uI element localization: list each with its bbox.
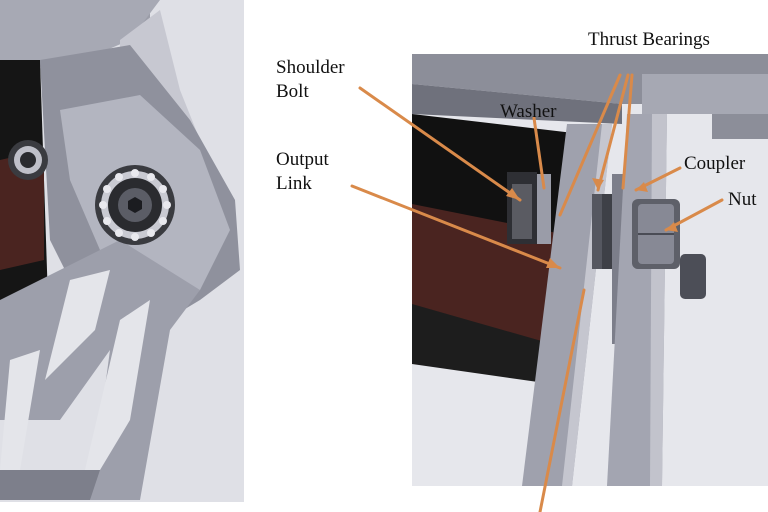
label-shoulder-bolt: Shoulder Bolt — [276, 57, 345, 102]
hex-nut-icon — [632, 199, 680, 269]
label-coupler: Coupler — [684, 153, 746, 174]
hex-socket-bolt-icon — [118, 188, 152, 222]
label-output-link: Output Link — [276, 149, 329, 194]
bolt-end — [680, 254, 706, 299]
cad-section-view — [412, 54, 768, 486]
cad-overview-view — [0, 0, 244, 502]
label-nut: Nut — [728, 189, 757, 210]
label-washer: Washer — [500, 101, 557, 122]
cad-section-drawing — [412, 54, 768, 486]
thrust-bearing-1 — [592, 194, 602, 269]
cad-overview-drawing — [0, 0, 244, 502]
output-link-truss — [0, 240, 200, 500]
washer — [537, 174, 551, 244]
thrust-bearing-2 — [602, 194, 612, 269]
secondary-bearing — [8, 140, 48, 180]
label-thrust-bearings: Thrust Bearings — [588, 29, 710, 50]
